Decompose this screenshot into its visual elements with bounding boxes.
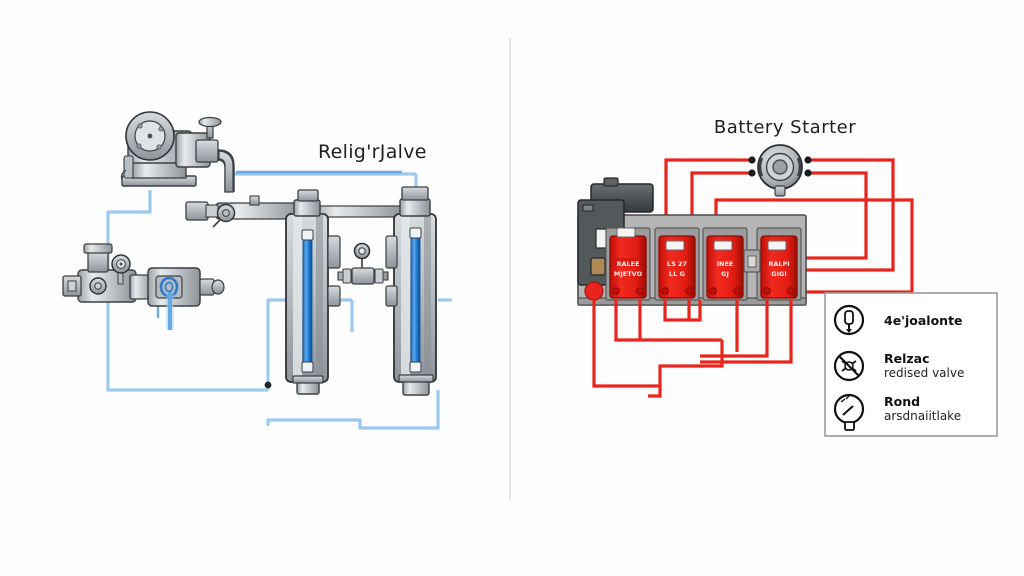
wire-relay4-bottom-b	[700, 300, 793, 364]
relay-4-line2: GIGI	[771, 270, 787, 278]
pipe-pump-down-left	[106, 190, 152, 268]
relay-1-line1: RALEE	[616, 260, 639, 268]
legend-entry-1-subtitle: redised valve	[884, 366, 964, 380]
control-valve-block	[62, 243, 153, 303]
wire-relay2-bottom-a	[663, 300, 702, 322]
crossed-valve-icon	[833, 350, 865, 382]
relay-2-line2: LL G	[669, 270, 685, 278]
fuse-holder	[743, 249, 761, 273]
legend-entry-1: Relzac redised valve	[833, 350, 964, 382]
legend-entry-2: Rond arsdnaiitlake	[833, 393, 961, 431]
wire-starter-right-a	[784, 158, 895, 272]
wire-relay1-bottom-a	[614, 300, 722, 342]
pressure-gauge-left	[111, 254, 131, 285]
pressure-gauge-icon	[833, 393, 865, 431]
battery-terminal-post	[584, 281, 604, 301]
motor-pump-unit	[120, 111, 235, 193]
wire-top-long-rail	[714, 198, 914, 294]
relay-4-line1: RALPI	[768, 260, 789, 268]
legend-entry-0-title: 4e'joalonte	[884, 313, 963, 328]
relief-valve-label: Relig'rJalve	[318, 141, 427, 163]
battery-starter-label: Battery Starter	[714, 117, 856, 138]
hydraulic-schematic-panel: Relig'rJalve	[62, 111, 452, 430]
legend-entry-2-title: Rond	[884, 394, 920, 409]
legend-entry-2-subtitle: arsdnaiitlake	[884, 409, 961, 423]
wire-relay4-bottom-a	[700, 300, 769, 358]
pipe-bottom-loop	[266, 390, 440, 430]
pipe-junction-dot	[264, 381, 272, 389]
pipe-left-lower-loop	[106, 268, 268, 392]
crossover-manifold-valve	[337, 242, 389, 285]
legend-entry-1-title: Relzac	[884, 351, 930, 366]
wire-relay3-bottom	[658, 340, 724, 386]
legend-box: 4e'joalonte Relzac redised valve Rond ar…	[824, 292, 998, 437]
relay-1: RALEE MJETVO	[605, 227, 651, 301]
relay-2-line1: LS 27	[667, 260, 687, 268]
relay-4: RALPI GIGI	[756, 227, 802, 301]
accumulator-cylinder-right	[385, 186, 437, 396]
solenoid-icon	[833, 304, 865, 336]
starter-motor-icon	[748, 144, 812, 197]
electrical-wiring-panel: RALEE MJETVO LS 27 LL G INEE GJ	[577, 144, 914, 398]
relay-1-line2: MJETVO	[614, 270, 643, 278]
wire-starter-right-b	[784, 171, 868, 260]
wire-harness-lower	[592, 300, 793, 398]
relay-3-line1: INEE	[717, 260, 734, 268]
accumulator-cylinder-left	[285, 189, 341, 395]
solenoid-actuator	[147, 267, 225, 330]
legend-entry-0: 4e'joalonte	[833, 304, 963, 336]
wire-starter-left-a	[664, 158, 752, 240]
relay-3: INEE GJ	[702, 227, 748, 301]
relay-2: LS 27 LL G	[654, 227, 700, 301]
relay-3-line2: GJ	[721, 270, 729, 278]
